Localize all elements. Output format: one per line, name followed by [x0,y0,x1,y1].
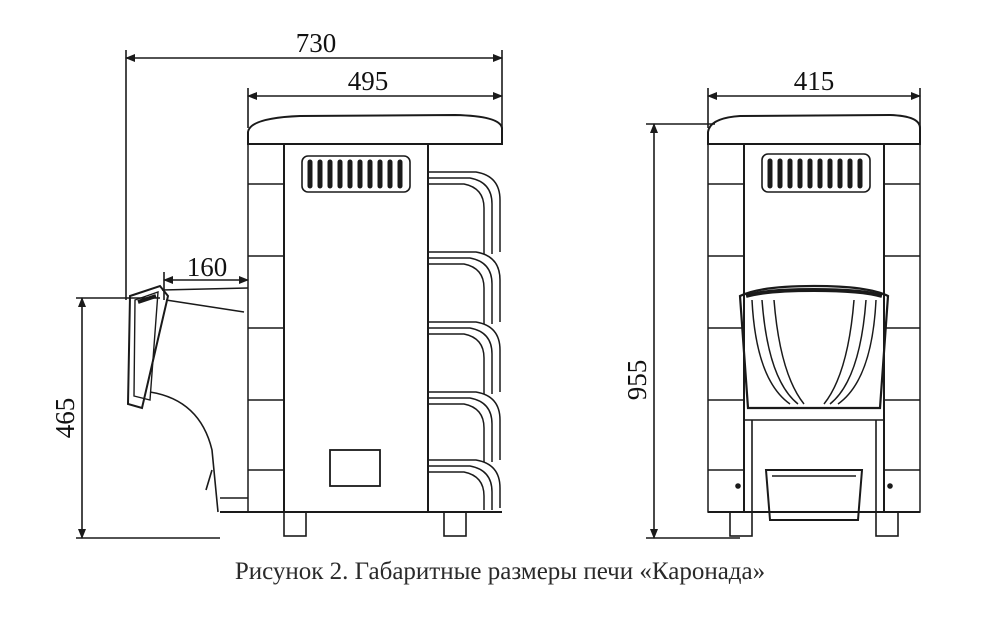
dim-label-730: 730 [296,28,337,58]
dimension-730 [125,50,503,300]
front-vent-grille [761,153,871,193]
front-left-stone-column [707,143,745,513]
stove-top [247,113,503,145]
dimension-955 [646,123,740,539]
front-bolt-left [735,483,741,489]
front-top [707,113,921,145]
side-foot-left [283,511,307,537]
dimension-160 [163,272,249,300]
side-left-stone-column [247,143,285,513]
dimension-495 [247,88,503,128]
figure-caption: Рисунок 2. Габаритные размеры печи «Каро… [234,558,766,585]
front-right-stone-column [883,143,921,513]
front-foot-left [729,511,753,537]
side-heat-fins [428,171,502,513]
dim-label-415: 415 [794,66,835,96]
dim-label-465: 465 [50,398,80,439]
side-view [76,50,503,539]
front-view [646,88,921,539]
front-foot-right [875,511,899,537]
dim-label-955: 955 [622,360,652,401]
side-firebox-tunnel [149,287,249,513]
front-ash-compartment [744,419,884,521]
dimension-465 [76,297,220,539]
dim-label-160: 160 [187,252,228,282]
side-vent-grille [301,155,411,193]
side-body-panel [283,143,429,513]
dimension-415 [707,88,921,128]
side-foot-right [443,511,467,537]
front-firebox-door [738,284,890,410]
side-firebox-door [126,284,170,410]
dim-label-495: 495 [348,66,389,96]
side-cleanout-hatch [329,449,381,487]
front-bolt-right [887,483,893,489]
